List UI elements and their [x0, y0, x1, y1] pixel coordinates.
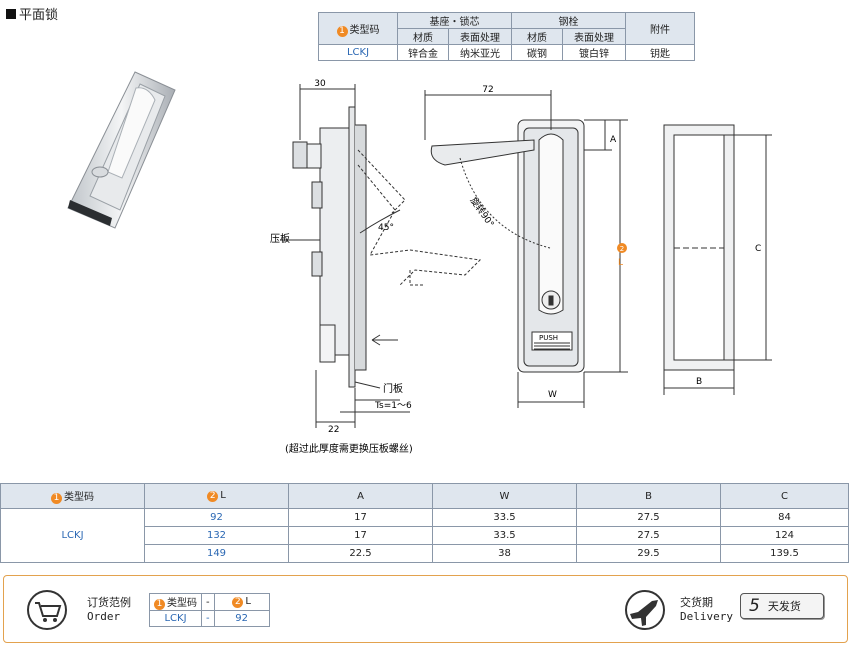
- cell-a: 22.5: [288, 544, 433, 563]
- dim-c-label: C: [755, 244, 761, 254]
- cell-b: 27.5: [576, 526, 721, 545]
- title-square-icon: [6, 8, 16, 19]
- type-code-cell: LCKJ: [0, 508, 145, 563]
- cell-w: 33.5: [432, 526, 577, 545]
- ts-label: Ts=1～6: [374, 401, 412, 411]
- spec-base-surface: 纳米亚光: [448, 44, 512, 61]
- cell-c: 84: [720, 508, 849, 527]
- header-b: B: [576, 483, 721, 509]
- cell-c: 139.5: [720, 544, 849, 563]
- dim-72-label: 72: [482, 85, 493, 95]
- product-photo: [67, 71, 176, 229]
- cell-l: 132: [144, 526, 289, 545]
- page-title: 平面锁: [6, 4, 58, 23]
- dim-b-label: B: [696, 377, 702, 387]
- dim-l-label: L: [618, 258, 623, 268]
- push-label: PUSH: [539, 334, 558, 342]
- dim-w-label: W: [548, 390, 557, 400]
- cell-w: 38: [432, 544, 577, 563]
- header-c: C: [720, 483, 849, 509]
- spec-type-code: LCKJ: [318, 44, 398, 61]
- door-plate-label: 门板: [383, 382, 403, 395]
- technical-drawing: 30 72 A 2 L C W B 22 45° 旋转90° 压板 门板 Ts=…: [270, 79, 772, 455]
- cell-a: 17: [288, 526, 433, 545]
- marker-2-icon: [617, 243, 627, 253]
- spec-base-material: 锌合金: [397, 44, 449, 61]
- angle-45-label: 45°: [378, 223, 394, 233]
- delivery-days-badge: 5 天发货: [740, 593, 824, 619]
- table-row: 149 22.5 38 29.5 139.5: [1, 544, 849, 563]
- spec-accessory: 钥匙: [625, 44, 695, 61]
- spec-header-material: 材质: [511, 28, 563, 45]
- cell-b: 27.5: [576, 508, 721, 527]
- header-a: A: [288, 483, 433, 509]
- order-type-code: LCKJ: [149, 610, 202, 627]
- table-row: 132 17 33.5 27.5 124: [1, 526, 849, 545]
- cell-c: 124: [720, 526, 849, 545]
- order-label: 订货范例 Order: [87, 596, 131, 623]
- spec-bolt-surface: 镀白锌: [562, 44, 626, 61]
- cell-b: 29.5: [576, 544, 721, 563]
- dim-30-label: 30: [314, 79, 326, 89]
- delivery-days: 5: [749, 596, 760, 616]
- header-w: W: [432, 483, 577, 509]
- spec-header-surface: 表面处理: [448, 28, 512, 45]
- cell-w: 33.5: [432, 508, 577, 527]
- airplane-icon: [625, 590, 665, 630]
- thickness-note: (超过此厚度需更换压板螺丝): [285, 442, 413, 455]
- spec-header-bolt: 钢栓: [511, 12, 626, 29]
- spec-header-material: 材质: [397, 28, 449, 45]
- cell-l: 149: [144, 544, 289, 563]
- cart-icon: [27, 590, 67, 630]
- dim-22-label: 22: [328, 425, 339, 435]
- spec-header-base: 基座・锁芯: [397, 12, 512, 29]
- marker-2-text: 2: [620, 245, 624, 253]
- table-row: LCKJ 92 17 33.5 27.5 84: [0, 508, 849, 563]
- cell-l: 92: [144, 508, 289, 527]
- dim-a-label: A: [610, 135, 617, 145]
- order-dash: -: [201, 610, 215, 627]
- spec-bolt-material: 碳钢: [511, 44, 563, 61]
- spec-header-accessory: 附件: [625, 12, 695, 45]
- spec-header-surface: 表面处理: [562, 28, 626, 45]
- rotate-90-label: 旋转90°: [468, 195, 497, 230]
- delivery-days-text: 天发货: [767, 600, 801, 613]
- order-l-value: 92: [213, 610, 270, 627]
- delivery-label: 交货期 Delivery: [680, 596, 733, 623]
- order-dash: -: [201, 593, 215, 611]
- cell-a: 17: [288, 508, 433, 527]
- pressure-plate-label: 压板: [270, 232, 290, 245]
